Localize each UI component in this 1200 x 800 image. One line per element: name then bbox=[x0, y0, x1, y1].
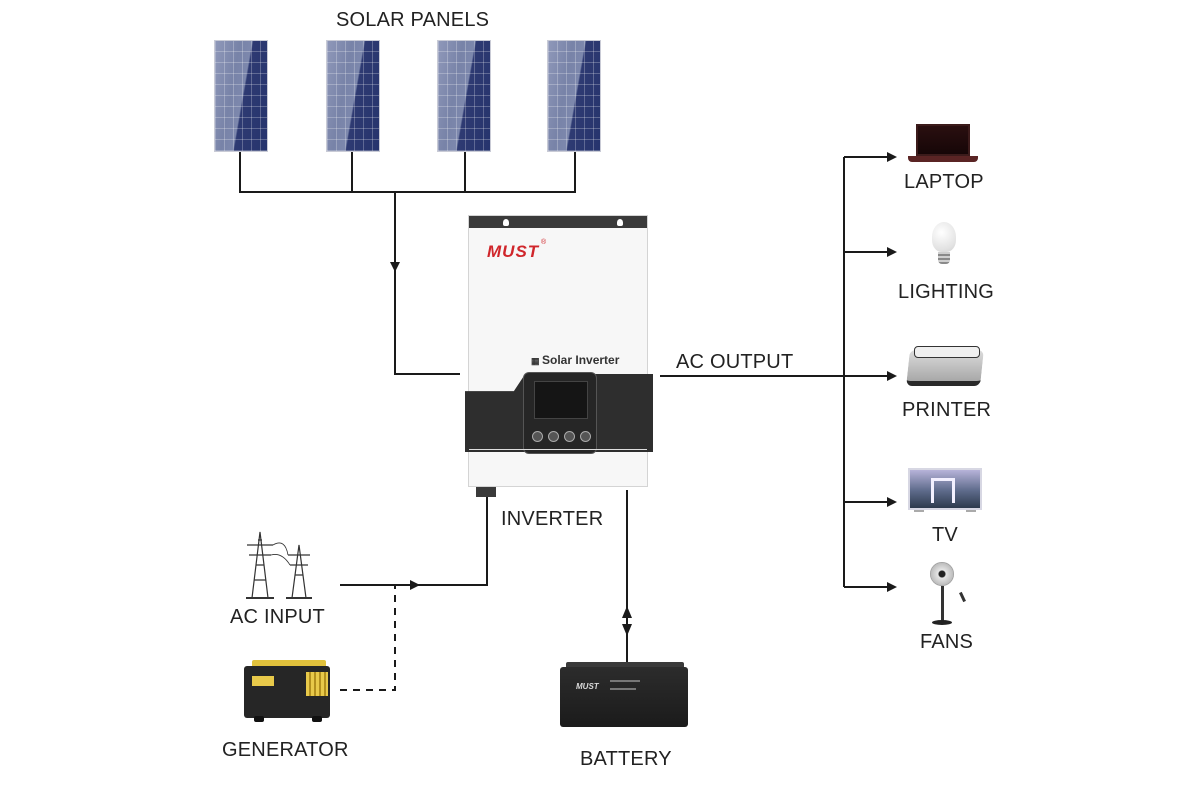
battery-icon bbox=[560, 667, 688, 727]
control-button bbox=[548, 431, 559, 442]
mount-hole bbox=[617, 219, 623, 226]
inverter-bottom-panel bbox=[469, 449, 647, 486]
ac-output-wiring bbox=[660, 152, 897, 592]
generator-frame-top bbox=[252, 660, 326, 670]
solar-flow-arrow bbox=[390, 262, 400, 272]
battery-brand-logo: MUST bbox=[576, 682, 599, 691]
ac-input-label: AC INPUT bbox=[230, 606, 325, 628]
ac-input-wiring bbox=[340, 495, 488, 586]
battery-charge-arrow bbox=[622, 606, 632, 618]
inverter-mount-bar bbox=[469, 216, 647, 228]
load-label-laptop: LAPTOP bbox=[904, 171, 984, 193]
battery-top bbox=[566, 662, 684, 670]
inverter-control-panel bbox=[523, 372, 597, 454]
printer-lid bbox=[914, 346, 980, 358]
generator-wire bbox=[340, 586, 396, 691]
inverter-icon: MUST ® ▦ Solar Inverter bbox=[465, 215, 653, 487]
fan-icon bbox=[930, 562, 954, 586]
inverter-model-text: ▦ Solar Inverter bbox=[531, 353, 619, 367]
battery-label-detail bbox=[610, 680, 640, 682]
generator-wheel bbox=[312, 716, 322, 722]
tv-icon bbox=[908, 468, 982, 510]
laptop-icon bbox=[916, 124, 970, 156]
generator-control-panel bbox=[252, 676, 274, 686]
tv-screen-detail bbox=[931, 478, 955, 503]
battery-label: BATTERY bbox=[580, 748, 672, 770]
solar-panel-icon bbox=[547, 40, 601, 152]
mount-hole bbox=[503, 219, 509, 226]
ac-input-flow-arrow bbox=[410, 580, 420, 590]
model-name: Solar Inverter bbox=[542, 353, 620, 367]
solar-to-inverter-wire bbox=[394, 192, 460, 375]
light-bulb-icon bbox=[932, 222, 956, 252]
control-button bbox=[580, 431, 591, 442]
lcd-screen bbox=[534, 381, 588, 419]
registered-mark: ® bbox=[541, 239, 547, 246]
solar-panel-icon bbox=[214, 40, 268, 152]
generator-grill bbox=[306, 672, 328, 696]
power-tower-icon bbox=[246, 531, 312, 599]
solar-panel-icon bbox=[326, 40, 380, 152]
fan-pole bbox=[941, 586, 944, 622]
load-label-fans: FANS bbox=[920, 631, 974, 653]
generator-wheel bbox=[254, 716, 264, 722]
grid-logo-icon: ▦ bbox=[531, 356, 543, 366]
inverter-label: INVERTER bbox=[501, 508, 604, 530]
solar-panels-label: SOLAR PANELS bbox=[336, 9, 490, 31]
generator-label: GENERATOR bbox=[222, 739, 349, 761]
ac-output-label: AC OUTPUT bbox=[676, 351, 794, 373]
load-label-printer: PRINTER bbox=[902, 399, 992, 421]
load-label-lighting: LIGHTING bbox=[898, 281, 995, 303]
solar-panel-icon bbox=[437, 40, 491, 152]
battery-discharge-arrow bbox=[622, 624, 632, 636]
bulb-base bbox=[938, 252, 950, 264]
tv-leg bbox=[966, 510, 976, 512]
fan-base bbox=[932, 620, 952, 625]
load-label-tv: TV bbox=[932, 524, 958, 546]
ac-input-port bbox=[476, 487, 496, 497]
control-button bbox=[532, 431, 543, 442]
inverter-brand-logo: MUST bbox=[487, 242, 540, 261]
laptop-base bbox=[908, 156, 978, 162]
ac-input-wire bbox=[340, 495, 488, 586]
battery-label-detail bbox=[610, 688, 636, 690]
tv-leg bbox=[914, 510, 924, 512]
solar-wiring bbox=[239, 151, 576, 375]
control-button bbox=[564, 431, 575, 442]
